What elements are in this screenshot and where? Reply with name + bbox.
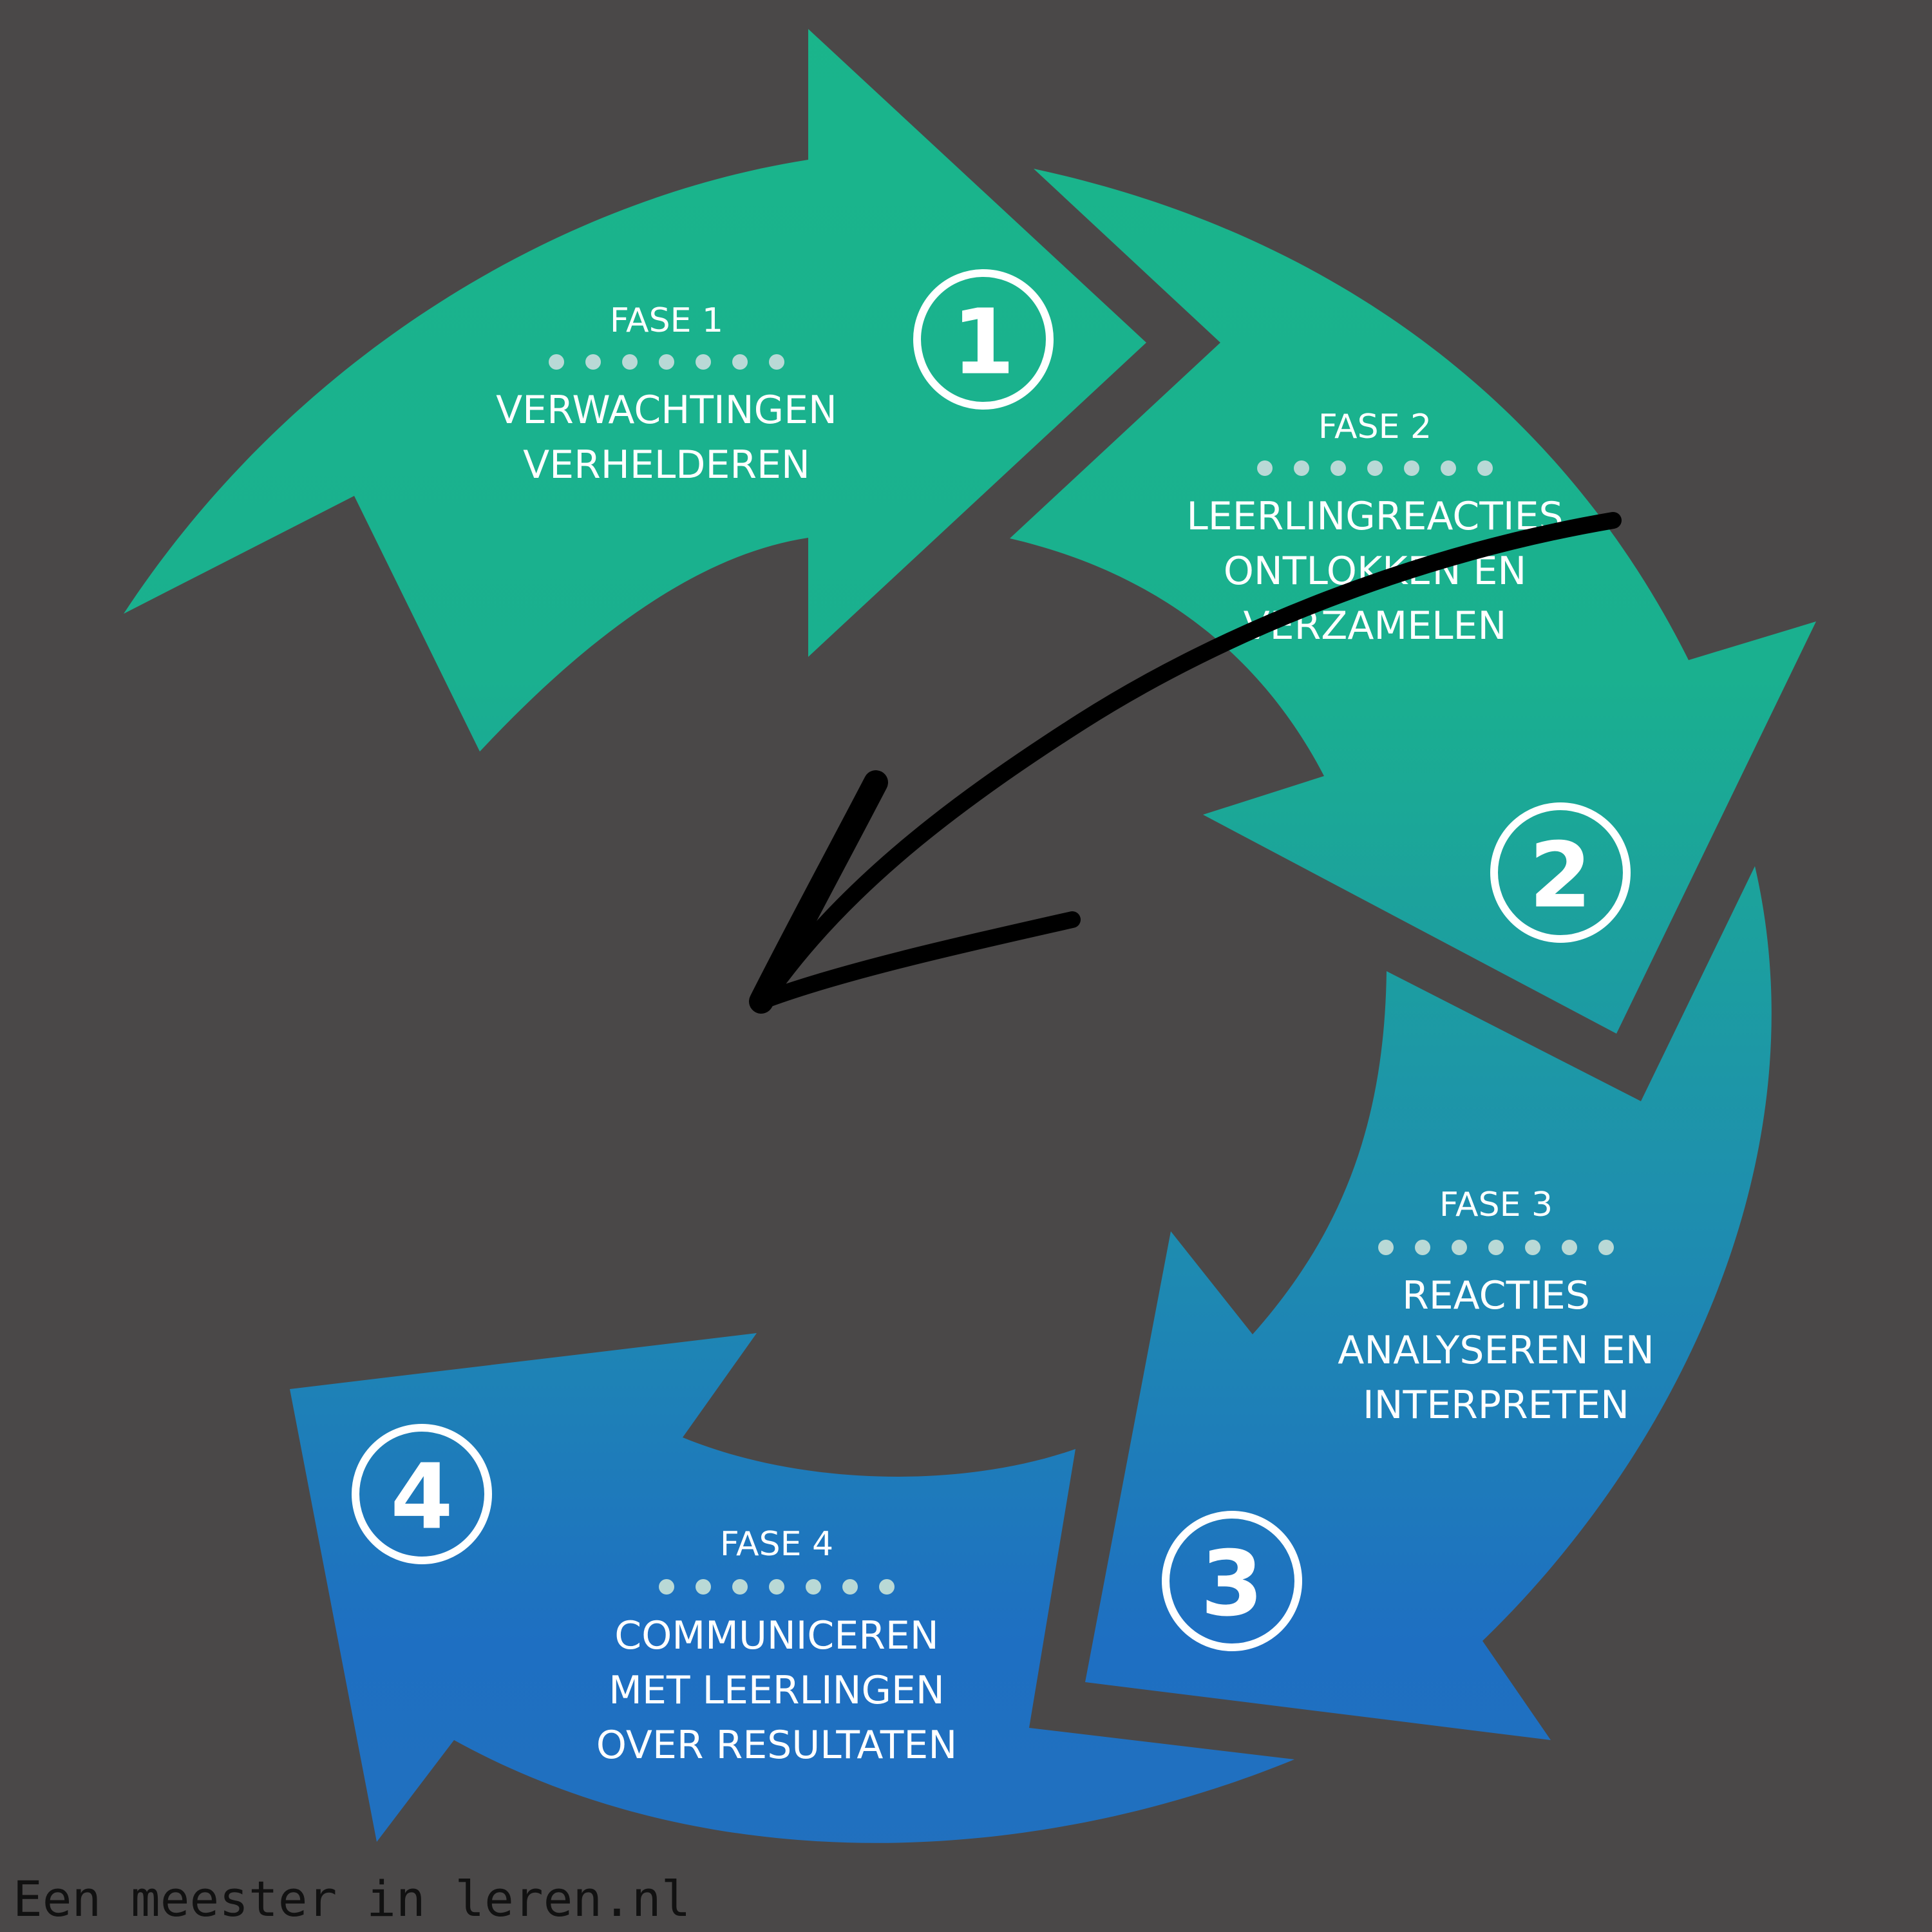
watermark-text: Een meester in leren.nl [13, 1870, 690, 1927]
hand-drawn-arrow-icon [749, 512, 1622, 1014]
phase-3-number: 3 [1200, 1532, 1263, 1637]
phase-4-number: 4 [390, 1445, 453, 1550]
separator-dot [769, 1579, 784, 1595]
separator-dot [1562, 1240, 1577, 1255]
phase-4-dots [659, 1579, 895, 1595]
phase-2-dots [1257, 460, 1493, 476]
separator-dot [806, 1579, 821, 1595]
separator-dot [622, 354, 638, 370]
separator-dot [1257, 460, 1273, 476]
separator-dot [1415, 1240, 1430, 1255]
separator-dot [732, 354, 748, 370]
phase-2-title-line-1: LEERLINGREACTIES [1186, 494, 1563, 539]
separator-dot [659, 354, 674, 370]
phase-1-title-line-1: VERWACHTINGEN [496, 388, 837, 433]
phase-2-number: 2 [1529, 824, 1591, 929]
phase-3-number-badge: 3 [1162, 1511, 1302, 1651]
phase-3-title-line-1: REACTIES [1402, 1273, 1590, 1318]
phase-4-text: FASE 4 COMMUNICEREN MET LEERLINGEN OVER … [596, 1525, 957, 1768]
phase-2-label: FASE 2 [1318, 408, 1432, 446]
separator-dot [1441, 460, 1456, 476]
arrow-phase-4 [290, 1333, 1294, 1843]
separator-dot [1598, 1240, 1614, 1255]
arrow-phase-1 [124, 29, 1146, 752]
phase-1-label: FASE 1 [610, 301, 723, 340]
phase-1-title-line-2: VERHELDEREN [523, 442, 810, 488]
separator-dot [1331, 460, 1346, 476]
phase-4-title-line-3: OVER RESULTATEN [596, 1723, 957, 1768]
separator-dot [1488, 1240, 1504, 1255]
phase-4-title-line-1: COMMUNICEREN [614, 1613, 938, 1658]
separator-dot [769, 354, 784, 370]
separator-dot [1525, 1240, 1540, 1255]
separator-dot [1378, 1240, 1394, 1255]
separator-dot [1294, 460, 1309, 476]
separator-dot [549, 354, 564, 370]
phase-3-text: FASE 3 REACTIES ANALYSEREN EN INTERPRETE… [1338, 1186, 1654, 1428]
separator-dot [842, 1579, 858, 1595]
phase-3-title-line-2: ANALYSEREN EN [1338, 1328, 1654, 1373]
phase-1-number-badge: 1 [913, 269, 1054, 410]
separator-dot [1452, 1240, 1467, 1255]
phase-1-text: FASE 1 VERWACHTINGEN VERHELDEREN [496, 301, 837, 488]
phase-3-title-line-3: INTERPRETEN [1363, 1383, 1629, 1428]
separator-dot [732, 1579, 748, 1595]
separator-dot [696, 1579, 711, 1595]
separator-dot [659, 1579, 674, 1595]
phase-3-label: FASE 3 [1439, 1186, 1553, 1224]
separator-dot [1367, 460, 1383, 476]
phase-4-number-badge: 4 [352, 1424, 492, 1564]
phase-4-title-line-2: MET LEERLINGEN [609, 1668, 945, 1713]
phase-1-number: 1 [952, 290, 1014, 395]
phase-3-dots [1378, 1240, 1614, 1255]
separator-dot [1477, 460, 1493, 476]
phase-1-dots [549, 354, 784, 370]
separator-dot [585, 354, 601, 370]
phase-4-label: FASE 4 [720, 1525, 833, 1564]
separator-dot [879, 1579, 895, 1595]
separator-dot [696, 354, 711, 370]
arrow-phase-2 [1010, 169, 1816, 1034]
phase-2-number-badge: 2 [1490, 802, 1631, 943]
separator-dot [1404, 460, 1419, 476]
